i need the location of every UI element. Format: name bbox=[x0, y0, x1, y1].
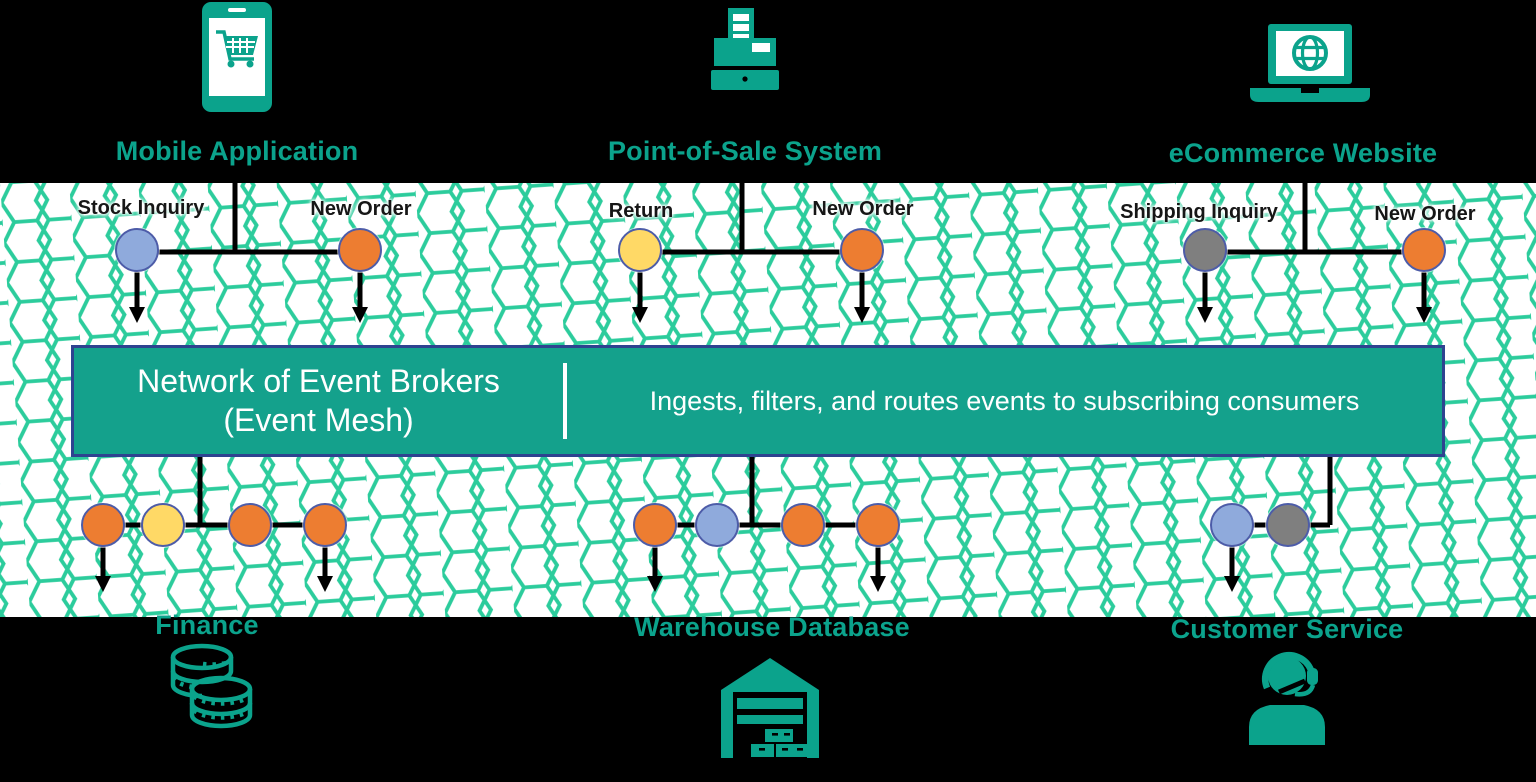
event-dot-stock-inquiry bbox=[115, 228, 159, 272]
event-broker-banner: Network of Event Brokers (Event Mesh) In… bbox=[71, 345, 1445, 457]
event-dot-new-order-3 bbox=[1402, 228, 1446, 272]
banner-description: Ingests, filters, and routes events to s… bbox=[649, 385, 1360, 416]
consumer-dot bbox=[141, 503, 185, 547]
consumer-dot bbox=[81, 503, 125, 547]
event-label-new-order-3: New Order bbox=[1374, 203, 1476, 225]
event-label-new-order-1: New Order bbox=[310, 198, 412, 220]
smartphone-cart-icon bbox=[200, 2, 274, 112]
event-dot-new-order-2 bbox=[840, 228, 884, 272]
warehouse-icon bbox=[717, 646, 823, 758]
consumer-dot bbox=[695, 503, 739, 547]
laptop-globe-icon bbox=[1244, 24, 1376, 108]
event-dot-new-order-1 bbox=[338, 228, 382, 272]
event-label-stock-inquiry: Stock Inquiry bbox=[77, 197, 205, 219]
consumer-label-finance: Finance bbox=[155, 610, 259, 640]
headset-agent-icon bbox=[1241, 648, 1333, 745]
producer-label-ecommerce-website: eCommerce Website bbox=[1168, 138, 1438, 168]
banner-divider bbox=[563, 363, 567, 439]
event-label-new-order-2: New Order bbox=[812, 198, 914, 220]
banner-title-block: Network of Event Brokers (Event Mesh) bbox=[74, 348, 563, 454]
banner-subtitle: (Event Mesh) bbox=[223, 402, 414, 438]
consumer-dot bbox=[781, 503, 825, 547]
consumer-dot bbox=[633, 503, 677, 547]
consumer-dot bbox=[228, 503, 272, 547]
consumer-dot bbox=[1210, 503, 1254, 547]
consumer-label-warehouse-database: Warehouse Database bbox=[634, 612, 910, 642]
event-label-return: Return bbox=[608, 200, 674, 222]
coins-icon bbox=[157, 641, 267, 729]
consumer-dot bbox=[1266, 503, 1310, 547]
banner-title: Network of Event Brokers bbox=[137, 362, 500, 399]
consumer-label-customer-service: Customer Service bbox=[1170, 614, 1404, 644]
consumer-dot bbox=[856, 503, 900, 547]
producer-label-mobile-application: Mobile Application bbox=[115, 136, 359, 166]
event-label-shipping-inquiry: Shipping Inquiry bbox=[1120, 201, 1278, 223]
producer-label-point-of-sale: Point-of-Sale System bbox=[607, 136, 883, 166]
cash-register-icon bbox=[695, 8, 795, 105]
event-dot-return bbox=[618, 228, 662, 272]
event-dot-shipping-inquiry bbox=[1183, 228, 1227, 272]
consumer-dot bbox=[303, 503, 347, 547]
